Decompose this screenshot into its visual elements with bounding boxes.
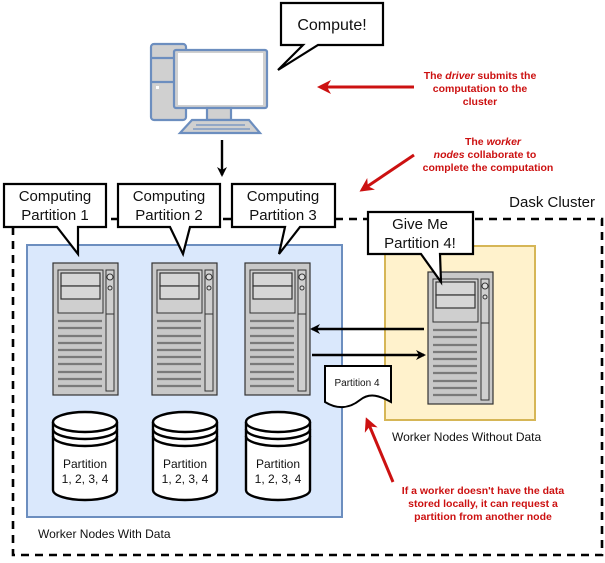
storage-cylinder-icon xyxy=(51,410,119,502)
speech-line1: Computing xyxy=(247,188,320,205)
worker-speech-bubble xyxy=(2,182,108,258)
workers-annotation-line3: complete the computation xyxy=(423,162,554,174)
workers-annotation-line1: The worker xyxy=(465,136,522,148)
driver-annotation-line3: cluster xyxy=(463,96,497,108)
worker-speech-bubble xyxy=(116,182,222,258)
partition-4-document-icon: Partition 4 xyxy=(324,365,392,408)
worker-node-2: Partition 1, 2, 3, 4 Computing Partition… xyxy=(116,182,222,502)
worker-node-without-data: Give Me Partition 4! xyxy=(366,210,495,406)
speech-line2: Partition 3 xyxy=(249,207,317,224)
storage-label-line2: 1, 2, 3, 4 xyxy=(162,472,209,486)
worker-speech-bubble xyxy=(230,182,337,255)
request-speech-line2: Partition 4! xyxy=(384,235,456,252)
storage-label-line1: Partition xyxy=(63,457,107,471)
storage-cylinder-icon xyxy=(244,410,312,502)
storage-label-line2: 1, 2, 3, 4 xyxy=(62,472,109,486)
request-annotation-line3: partition from another node xyxy=(414,511,552,523)
request-annotation-line1: If a worker doesn't have the data xyxy=(402,485,565,497)
request-speech-bubble xyxy=(366,210,475,286)
driver-speech-bubble: Compute! xyxy=(277,1,385,71)
driver-computer-icon xyxy=(149,42,269,135)
speech-line1: Computing xyxy=(19,188,92,205)
driver-annotation-line2: computation to the xyxy=(433,83,528,95)
speech-line2: Partition 2 xyxy=(135,207,203,224)
request-speech-line1: Give Me xyxy=(392,216,448,233)
request-annotation-line2: stored locally, it can request a xyxy=(408,498,558,510)
storage-label-line1: Partition xyxy=(256,457,300,471)
server-icon xyxy=(51,261,120,397)
server-icon xyxy=(426,270,495,406)
storage-cylinder-icon xyxy=(151,410,219,502)
worker-node-3: Partition 1, 2, 3, 4 Computing Partition… xyxy=(230,182,337,502)
request-annotation-arrow xyxy=(364,417,395,483)
driver-annotation-line1: The driver submits the xyxy=(424,70,537,82)
partition-4-document-label: Partition 4 xyxy=(334,378,379,389)
speech-line2: Partition 1 xyxy=(21,207,89,224)
without-data-group-label: Worker Nodes Without Data xyxy=(392,430,541,444)
server-icon xyxy=(243,261,312,397)
workers-annotation-arrow xyxy=(359,153,415,192)
dask-cluster-label: Dask Cluster xyxy=(509,194,595,211)
with-data-group-label: Worker Nodes With Data xyxy=(38,527,171,541)
storage-label-line2: 1, 2, 3, 4 xyxy=(255,472,302,486)
worker-node-1: Partition 1, 2, 3, 4 Computing Partition… xyxy=(2,182,120,502)
speech-line1: Computing xyxy=(133,188,206,205)
server-icon xyxy=(150,261,219,397)
driver-speech-text: Compute! xyxy=(297,17,366,34)
workers-annotation-line2: nodes collaborate to xyxy=(434,149,537,161)
storage-label-line1: Partition xyxy=(163,457,207,471)
